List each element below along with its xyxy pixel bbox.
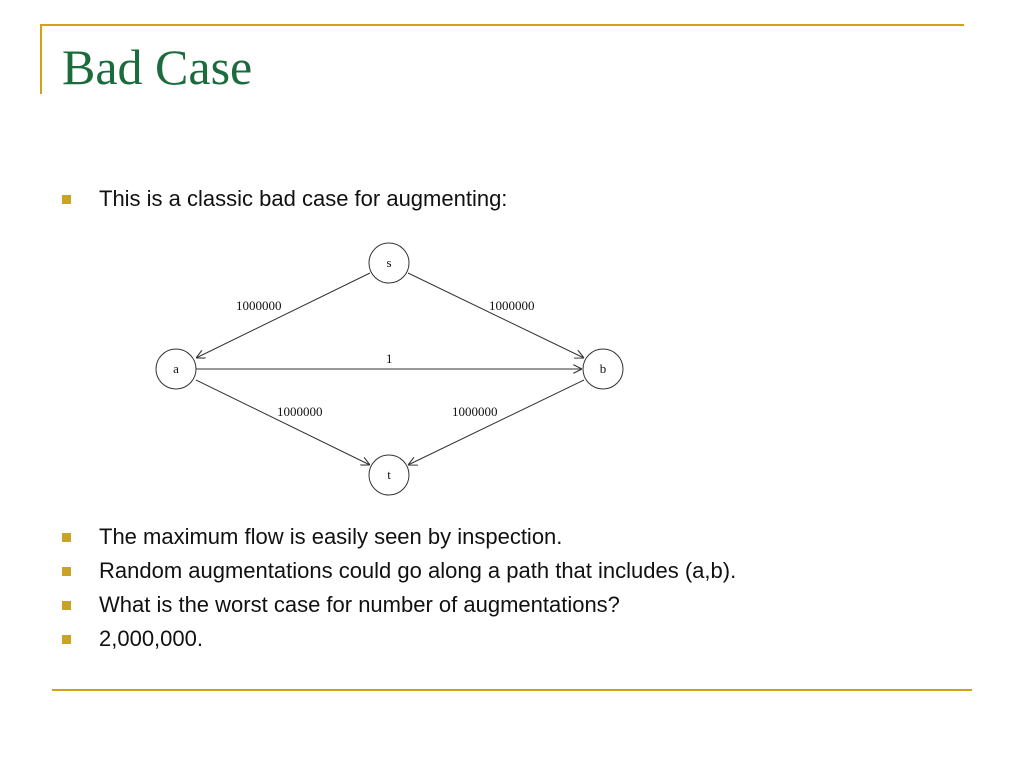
edge-b-t bbox=[408, 379, 585, 465]
bullet-text: What is the worst case for number of aug… bbox=[99, 592, 620, 617]
edge-label-s-b: 1000000 bbox=[489, 298, 535, 313]
edge-a-t bbox=[195, 379, 370, 465]
bullet-text: 2,000,000. bbox=[99, 626, 203, 651]
bullet-intro: This is a classic bad case for augmentin… bbox=[62, 186, 507, 212]
top-rule bbox=[40, 24, 964, 26]
node-label-t: t bbox=[387, 467, 391, 482]
edge-s-a bbox=[196, 272, 371, 358]
bullet-marker-icon bbox=[62, 634, 71, 644]
bullet-text: Random augmentations could go along a pa… bbox=[99, 558, 737, 583]
bullet-marker-icon bbox=[62, 566, 71, 576]
bullet-item: 2,000,000. bbox=[62, 626, 203, 652]
node-a: a bbox=[155, 348, 197, 390]
bullet-text: The maximum flow is easily seen by inspe… bbox=[99, 524, 563, 549]
bullet-text: This is a classic bad case for augmentin… bbox=[99, 186, 508, 211]
edge-s-b bbox=[407, 272, 584, 358]
bullet-marker-icon bbox=[62, 600, 71, 610]
flow-network-diagram: 1000000 1000000 1 1000000 1000000 s a b … bbox=[155, 242, 624, 496]
node-b: b bbox=[582, 348, 624, 390]
node-label-b: b bbox=[600, 361, 607, 376]
slide-title: Bad Case bbox=[62, 39, 253, 95]
bullet-marker-icon bbox=[62, 532, 71, 542]
node-t: t bbox=[368, 454, 410, 496]
left-rule bbox=[40, 24, 42, 94]
edge-label-a-b: 1 bbox=[386, 351, 393, 366]
edge-label-a-t: 1000000 bbox=[277, 404, 323, 419]
bullet-item: What is the worst case for number of aug… bbox=[62, 592, 620, 618]
bullet-marker-icon bbox=[62, 194, 71, 204]
bullet-item: The maximum flow is easily seen by inspe… bbox=[62, 524, 562, 550]
bottom-rule bbox=[52, 689, 972, 691]
edge-label-b-t: 1000000 bbox=[452, 404, 498, 419]
edge-label-s-a: 1000000 bbox=[236, 298, 282, 313]
node-label-s: s bbox=[386, 255, 391, 270]
node-label-a: a bbox=[173, 361, 179, 376]
bullet-item: Random augmentations could go along a pa… bbox=[62, 558, 736, 584]
node-s: s bbox=[368, 242, 410, 284]
